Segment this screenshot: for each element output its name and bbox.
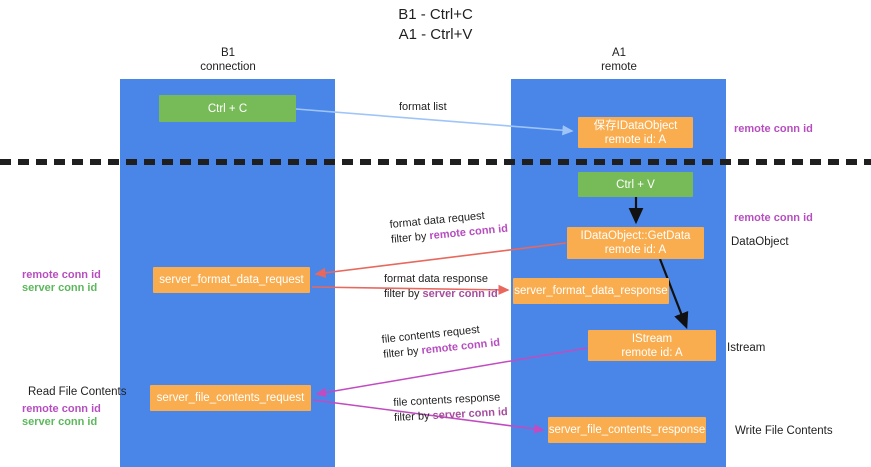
flow-format-data-response-filter: filter by server conn id	[384, 287, 498, 302]
legend-remote-conn-id-left-bottom: remote conn id	[22, 403, 101, 415]
lane-header-b1: B1 connection	[200, 47, 256, 73]
side-label-read-file-contents: Read File Contents	[28, 386, 127, 398]
filter-prefix: filter by	[390, 230, 431, 246]
diagram-title: B1 - Ctrl+C A1 - Ctrl+V	[398, 6, 473, 43]
filter-prefix: filter by	[384, 288, 423, 300]
lane-header-a1: A1 remote	[601, 47, 637, 73]
filter-key-server-conn-id: server conn id	[422, 288, 498, 300]
legend-remote-conn-id-top: remote conn id	[734, 123, 813, 135]
node-server-format-data-response[interactable]: server_format_data_response	[513, 278, 669, 304]
filter-prefix: filter by	[382, 344, 423, 361]
flow-label-format-data-response: format data response filter by server co…	[384, 272, 498, 302]
node-server-file-contents-response[interactable]: server_file_contents_response	[548, 417, 706, 443]
legend-server-conn-id-left-bottom: server conn id	[22, 416, 98, 428]
side-label-istream: Istream	[727, 342, 766, 354]
flow-format-list-text: format list	[399, 101, 447, 113]
flow-label-format-list: format list	[399, 100, 447, 115]
node-ctrl-v[interactable]: Ctrl + V	[578, 172, 693, 197]
filter-key-server-conn-id: server conn id	[432, 406, 509, 422]
filter-prefix: filter by	[393, 409, 433, 424]
legend-server-conn-id-left-middle: server conn id	[22, 282, 98, 294]
node-ctrl-c[interactable]: Ctrl + C	[159, 95, 296, 122]
node-istream[interactable]: IStream remote id: A	[588, 330, 716, 361]
side-label-write-file-contents: Write File Contents	[735, 425, 833, 437]
legend-remote-conn-id-left-middle: remote conn id	[22, 269, 101, 281]
flow-label-file-contents-response: file contents response filter by server …	[393, 390, 508, 426]
flow-format-data-response-text: format data response	[384, 273, 488, 285]
node-idataobject-getdata[interactable]: IDataObject::GetData remote id: A	[567, 227, 704, 259]
node-server-format-data-request[interactable]: server_format_data_request	[153, 267, 310, 293]
flow-label-file-contents-request: file contents request filter by remote c…	[381, 321, 501, 363]
legend-remote-conn-id-middle: remote conn id	[734, 212, 813, 224]
node-server-file-contents-request[interactable]: server_file_contents_request	[150, 385, 311, 411]
node-idataobject[interactable]: 保存IDataObject remote id: A	[578, 117, 693, 148]
side-label-dataobject: DataObject	[731, 236, 789, 248]
flow-label-format-data-request: format data request filter by remote con…	[389, 207, 509, 248]
